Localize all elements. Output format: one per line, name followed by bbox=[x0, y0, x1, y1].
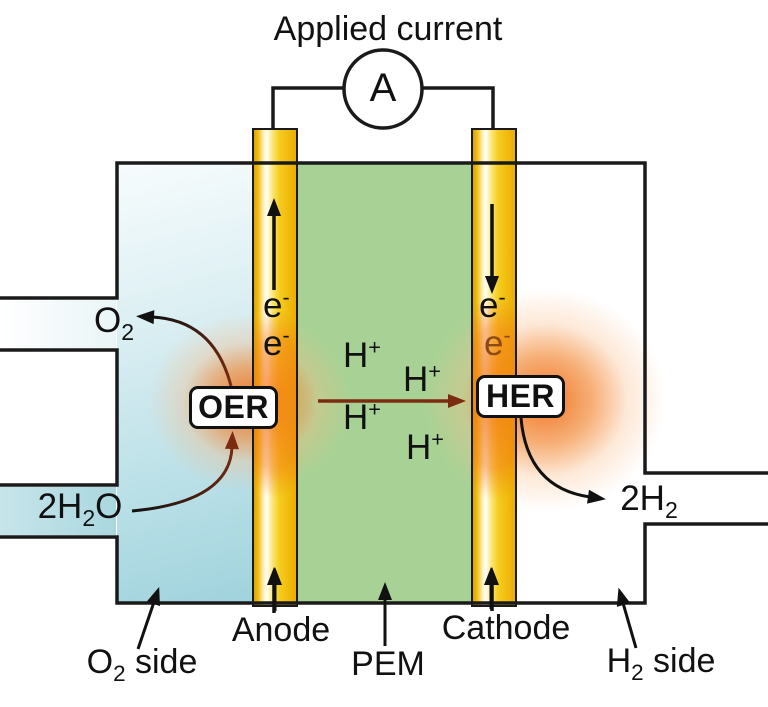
her-badge: HER bbox=[476, 375, 565, 418]
oer-badge: OER bbox=[189, 386, 278, 429]
cathode-glow-overlay bbox=[473, 130, 515, 605]
ammeter-label: A bbox=[369, 66, 397, 110]
cathode-electron-label-1: e- bbox=[479, 284, 506, 325]
o2-label: O2 bbox=[93, 301, 135, 345]
h2-side-label: H2 side bbox=[606, 642, 716, 685]
anode-electron-label-2: e- bbox=[263, 322, 290, 363]
proton-label-3: H+ bbox=[343, 396, 381, 437]
cathode-label: Cathode bbox=[441, 609, 571, 647]
h2-label: 2H2 bbox=[620, 479, 678, 523]
water-label: 2H2O bbox=[37, 487, 123, 531]
wire-right bbox=[420, 86, 495, 130]
anode-electron-label-1: e- bbox=[263, 284, 290, 325]
anode-electrode-bar bbox=[252, 128, 298, 607]
wire-left bbox=[271, 86, 346, 130]
anode-glow-overlay bbox=[254, 130, 296, 605]
proton-label-1: H+ bbox=[343, 334, 381, 375]
pem-label: PEM bbox=[351, 645, 425, 683]
o2-side-label: O2 side bbox=[86, 643, 198, 686]
applied-current-label: Applied current bbox=[273, 10, 503, 48]
proton-label-2: H+ bbox=[403, 358, 441, 399]
o2-side-pointer-arrow bbox=[136, 586, 160, 650]
cathode-electrode-bar bbox=[471, 128, 517, 607]
anode-label: Anode bbox=[231, 611, 331, 649]
cathode-electron-label-2: e- bbox=[484, 322, 511, 363]
proton-label-4: H+ bbox=[406, 426, 444, 467]
